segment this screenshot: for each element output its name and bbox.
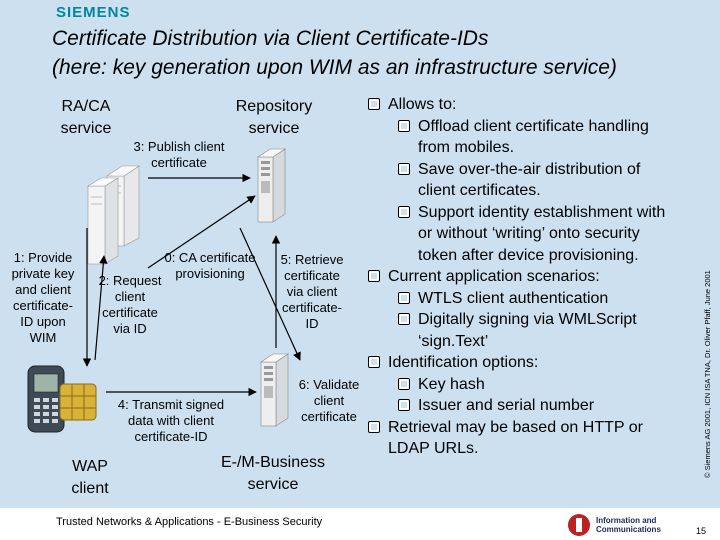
slide-title: Certificate Distribution via Client Cert… <box>52 24 617 82</box>
bullet-digsign: Digitally signing via WMLScript <box>398 309 700 331</box>
step-3-label: 3: Publish client certificate <box>133 139 225 170</box>
bullet-save-cont: client certificates. <box>418 182 541 199</box>
bullet-retrieval-cont: LDAP URLs. <box>388 440 479 457</box>
step-0-label: 0: CA certificate provisioning <box>164 250 256 281</box>
ebusiness-label: E-/M-Business service <box>220 454 326 493</box>
repository-label: Repository service <box>235 98 313 137</box>
step-4-label: 4: Transmit signed data with client cert… <box>117 397 225 444</box>
arrow-step-0 <box>147 195 256 269</box>
siemens-logo: SIEMENS <box>56 4 131 21</box>
step-1-label: 1: Provide private key and client certif… <box>11 250 75 345</box>
checkbox-bullet-icon <box>398 377 410 390</box>
ic-logo-text: Information and Communications <box>596 516 661 534</box>
ebusiness-server-icon <box>260 353 289 427</box>
bullet-allows: Allows to: <box>368 94 700 116</box>
checkbox-bullet-icon <box>398 119 410 132</box>
checkbox-bullet-icon <box>398 313 410 325</box>
bullet-list: Allows to: Offload client certificate ha… <box>368 94 700 460</box>
title-line-2: (here: key generation upon WIM as an inf… <box>52 56 617 79</box>
step-2-label: 2: Request client certificate via ID <box>98 273 162 336</box>
bullet-support-cont: or without ‘writing’ onto security <box>418 225 640 242</box>
checkbox-bullet-icon <box>368 356 380 368</box>
bullet-offload-cont: from mobiles. <box>418 139 515 156</box>
checkbox-bullet-icon <box>398 162 410 175</box>
bullet-retrieval: Retrieval may be based on HTTP or <box>368 417 700 439</box>
arrow-step-6 <box>239 227 301 361</box>
step-6-label: 6: Validate client certificate <box>298 377 360 424</box>
arrow-step-2 <box>94 255 108 361</box>
footer-text: Trusted Networks & Applications - E-Busi… <box>56 516 323 528</box>
copyright-notice: © Siemens AG 2001, ICN ISA TNA, Dr. Oliv… <box>703 270 712 478</box>
checkbox-bullet-icon <box>368 420 380 433</box>
bullet-wtls: WTLS client authentication <box>398 288 700 310</box>
title-line-1: Certificate Distribution via Client Cert… <box>52 27 489 50</box>
header-band <box>0 0 720 88</box>
step-5-label: 5: Retrieve certificate via client certi… <box>280 252 344 331</box>
page-number: 15 <box>696 526 707 536</box>
ra-ca-label: RA/CA service <box>60 98 112 137</box>
bullet-keyhash: Key hash <box>398 374 700 396</box>
ic-logo-icon <box>568 514 590 536</box>
repository-server-icon <box>257 148 286 223</box>
mobile-phone-icon <box>27 365 65 433</box>
bullet-support-cont: token after device provisioning. <box>418 246 639 264</box>
wap-client-label: WAP client <box>71 458 109 497</box>
content-area <box>0 88 720 508</box>
bullet-ident: Identification options: <box>368 352 700 374</box>
bullet-digsign-cont: ‘sign.Text’ <box>418 332 489 350</box>
sim-chip-icon <box>59 383 97 421</box>
bullet-issuer: Issuer and serial number <box>398 395 700 417</box>
checkbox-bullet-icon <box>398 291 410 304</box>
bullet-save: Save over-the-air distribution of <box>398 159 700 181</box>
bullet-offload: Offload client certificate handling <box>398 116 700 138</box>
checkbox-bullet-icon <box>398 399 410 411</box>
checkbox-bullet-icon <box>368 98 380 110</box>
checkbox-bullet-icon <box>368 270 380 282</box>
bullet-support: Support identity establishment with <box>398 202 700 224</box>
ra-ca-server-icon <box>86 165 140 265</box>
bullet-current: Current application scenarios: <box>368 266 700 288</box>
checkbox-bullet-icon <box>398 205 410 218</box>
